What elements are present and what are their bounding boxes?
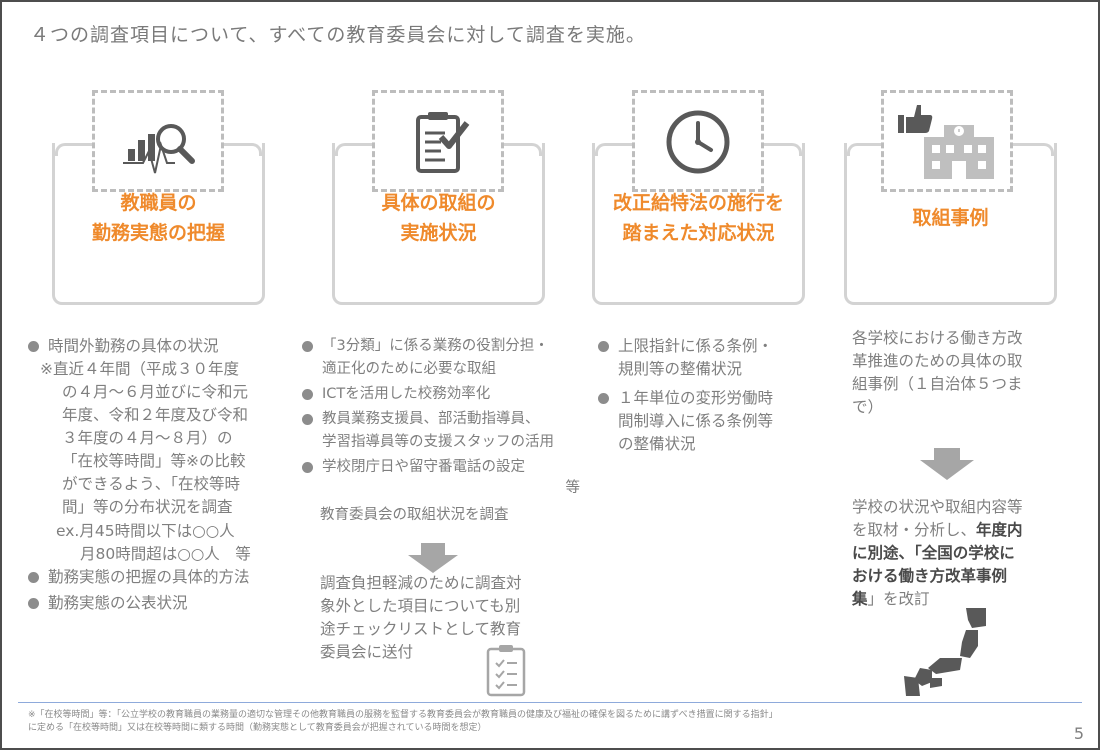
japan-map-icon — [904, 608, 986, 696]
card-case-studies: 取組事例 — [844, 143, 1057, 305]
example-line: 月80時間超は○○人 等 — [80, 545, 251, 563]
down-arrow-icon — [408, 543, 458, 573]
note-line: の４月～６月並びに令和元 — [62, 383, 249, 401]
card-title: 改正給特法の施行を 踏まえた対応状況 — [612, 192, 784, 244]
column-4-text: 各学校における働き方改 革推進のための具体の取 組事例（１自治体５つま で） — [852, 329, 1023, 416]
icon-frame — [632, 90, 764, 192]
summary-line: 教育委員会の取組状況を調査 — [320, 507, 509, 523]
slide-title: ４つの調査項目について、すべての教育委員会に対して調査を実施。 — [30, 24, 646, 46]
card-work-status: 教職員の 勤務実態の把握 — [52, 143, 265, 305]
note-line: 「在校等時間」等※の比較 — [62, 452, 246, 470]
list-item: 「3分類」に係る業務の役割分担・ — [302, 335, 592, 358]
checklist-icon — [486, 645, 526, 697]
card-title: 教職員の 勤務実態の把握 — [91, 192, 225, 244]
card-law-response: 改正給特法の施行を 踏まえた対応状況 — [592, 143, 805, 305]
list-item: 上限指針に係る条例・ — [598, 335, 818, 358]
note-line: 年度、令和２年度及び令和 — [62, 406, 249, 424]
example-line: ex.月45時間以下は○○人 — [56, 522, 235, 540]
note-line: 間」等の分布状況を調査 — [62, 498, 233, 516]
footnote: ※「在校等時間」等：「公立学校の教育職員の業務量の適切な管理その他教育職員の服務… — [28, 710, 778, 733]
card-initiatives: 具体の取組の 実施状況 — [332, 143, 545, 305]
list-item: 学校閉庁日や留守番電話の設定 — [302, 456, 592, 479]
list-item: １年単位の変形労働時 — [598, 387, 818, 410]
footer-divider — [18, 702, 1082, 703]
list-item: ICTを活用した校務効率化 — [302, 383, 592, 406]
list-item: 時間外勤務の具体の状況 — [28, 335, 308, 358]
column-2-followup: 調査負担軽減のために調査対 象外とした項目についても別 途チェックリストとして教… — [320, 574, 522, 661]
list-item: 教員業務支援員、部活動指導員、 — [302, 408, 592, 431]
card-title: 取組事例 — [912, 207, 989, 229]
clock-icon — [666, 110, 730, 174]
thumbs-up-school-icon — [898, 105, 994, 179]
down-arrow-icon — [920, 448, 974, 480]
clipboard-check-icon — [416, 112, 470, 173]
etc-label: 等 — [565, 480, 581, 496]
icon-frame — [372, 90, 504, 192]
list-item: 勤務実態の把握の具体的方法 — [28, 566, 308, 589]
icon-frame — [92, 90, 224, 192]
note-line: ※直近４年間（平成３０年度 — [40, 360, 239, 378]
column-2-text: 「3分類」に係る業務の役割分担・ 適正化のために必要な取組 ICTを活用した校務… — [302, 335, 592, 527]
magnifier-chart-icon — [123, 124, 195, 174]
column-1-text: 時間外勤務の具体の状況 ※直近４年間（平成３０年度 の４月～６月並びに令和元 年… — [28, 335, 308, 615]
column-3-text: 上限指針に係る条例・ 規則等の整備状況 １年単位の変形労働時 間制導入に係る条例… — [598, 335, 818, 456]
list-item: 勤務実態の公表状況 — [28, 592, 308, 615]
column-4-followup: 学校の状況や取組内容等 を取材・分析し、年度内 に別途、「全国の学校に おける働… — [852, 498, 1023, 608]
note-line: ができるよう、「在校等時 — [62, 475, 240, 493]
card-title: 具体の取組の 実施状況 — [381, 192, 496, 244]
icon-frame — [881, 90, 1013, 192]
note-line: ３年度の４月～８月）の — [62, 429, 233, 447]
page-number: 5 — [1073, 724, 1084, 743]
